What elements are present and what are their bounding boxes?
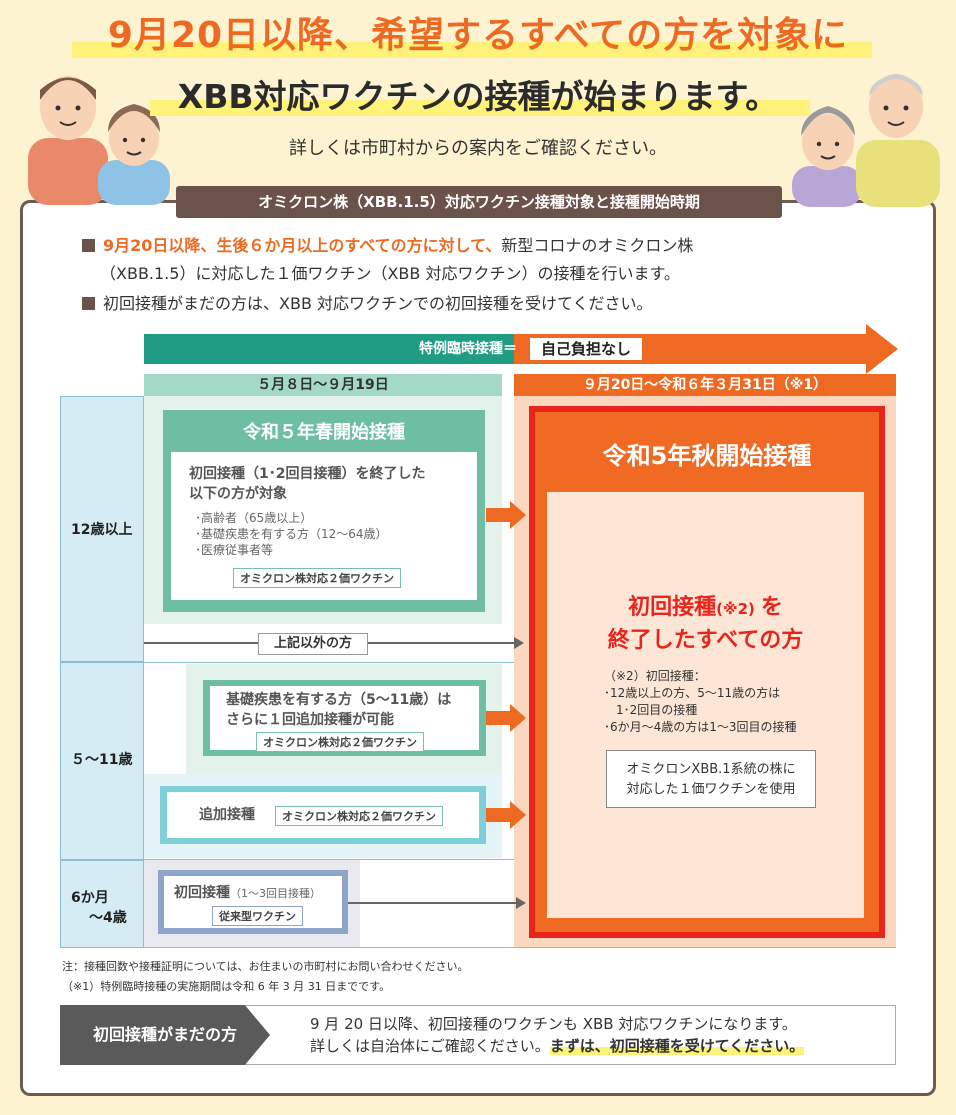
no-cost-badge: 自己負担なし: [530, 338, 642, 360]
gray-arrow-icon: [514, 637, 524, 649]
footnote-2-line: 1･2回目の接種: [604, 703, 698, 717]
footnote-2-line: ･6か月〜4歳の方は1〜3回目の接種: [604, 720, 797, 734]
footnote-2: （※2）初回接種： ･12歳以上の方、5〜11歳の方は 1･2回目の接種 ･6か…: [604, 668, 864, 736]
kiso-inner: 基礎疾患を有する方（5〜11歳）は さらに１回追加接種が可能 オミクロン株対応２…: [210, 686, 479, 752]
row-divider: [144, 662, 514, 663]
xbb-vaccine-box: オミクロンXBB.1系統の株に 対応した１価ワクチンを使用: [606, 750, 816, 808]
shokai-label: 初回接種: [174, 885, 230, 901]
bivalent-badge: オミクロン株対応２価ワクチン: [256, 732, 424, 752]
bottom-label: 初回接種がまだの方: [60, 1005, 270, 1065]
shokai-inner: 初回接種（1〜3回目接種） 従来型ワクチン: [164, 876, 342, 928]
square-bullet-icon: [82, 239, 95, 252]
headline-primary: 9月20日以降、希望するすべての方を対象に: [107, 15, 849, 56]
bullet-2-text: 初回接種がまだの方は、XBB 対応ワクチンでの初回接種を受けてください。: [103, 294, 653, 313]
autumn-main-a: 初回接種: [628, 595, 717, 620]
age-row-12plus: 12歳以上: [60, 396, 144, 662]
bullet-1-line2: （XBB.1.5）に対応した１価ワクチン（XBB 対応ワクチン）の接種を行います…: [100, 264, 680, 283]
headline-highlight: [72, 42, 872, 58]
spring-title: 令和５年春開始接種: [243, 422, 405, 443]
note-2: （※1）特例臨時接種の実施期間は令和 6 年 3 月 31 日までです。: [62, 980, 391, 993]
bottom-line2-highlight: まずは、初回接種を受けてください。: [549, 1037, 805, 1055]
other-persons-label: 上記以外の方: [258, 633, 368, 655]
footnote-2-line: （※2）初回接種：: [604, 669, 706, 683]
age-label-12plus: 12歳以上: [71, 522, 133, 538]
bottom-line2-plain: 詳しくは自治体にご確認ください。: [310, 1037, 550, 1055]
headline-secondary: XBB対応ワクチンの接種が始まります。: [177, 77, 779, 116]
legacy-vaccine-badge: 従来型ワクチン: [212, 906, 303, 926]
headline-highlight-2: [150, 100, 810, 116]
bivalent-badge: オミクロン株対応２価ワクチン: [233, 568, 401, 588]
arrow-body: [486, 711, 512, 725]
note-1: 注：接種回数や接種証明については、お住まいの市町村にお問い合わせください。: [62, 960, 469, 973]
age-label-4y: 〜4歳: [89, 910, 127, 926]
bullet-1: 9月20日以降、生後６か月以上のすべての方に対して、新型コロナのオミクロン株: [82, 234, 902, 258]
autumn-target-line2: 終了したすべての方: [607, 628, 804, 653]
arrow-body: [486, 508, 512, 522]
bottom-text: 9 月 20 日以降、初回接種のワクチンも XBB 対応ワクチンになります。 詳…: [310, 1013, 880, 1057]
age-label-5-11: ５〜11歳: [71, 752, 133, 768]
orange-arrow-icon: [510, 704, 526, 732]
square-bullet-icon: [82, 297, 95, 310]
period-autumn: ９月20日〜令和６年３月31日（※1）: [514, 374, 896, 396]
spring-target-line2: 以下の方が対象: [189, 486, 287, 502]
kiso-line1: 基礎疾患を有する方（5〜11歳）は: [226, 692, 452, 708]
tsuika-inner: 追加接種 オミクロン株対応２価ワクチン: [167, 792, 479, 838]
period-spring: ５月８日〜９月19日: [144, 374, 502, 396]
age-row-5-11: ５〜11歳: [60, 662, 144, 860]
gray-arrow-line: [348, 902, 516, 904]
row-divider: [144, 859, 514, 860]
bottom-line1: 9 月 20 日以降、初回接種のワクチンも XBB 対応ワクチンになります。: [310, 1015, 797, 1033]
spring-inner: 初回接種（1･2回目接種）を終了した 以下の方が対象 ･高齢者（65歳以上） ･…: [171, 452, 477, 600]
footnote-2-line: ･12歳以上の方、5〜11歳の方は: [604, 686, 781, 700]
orange-arrow-icon: [510, 501, 526, 529]
autumn-title: 令和5年秋開始接種: [602, 442, 812, 470]
elderly-couple-left-illustration: [28, 76, 170, 205]
spring-target-line1: 初回接種（1･2回目接種）を終了した: [189, 466, 426, 482]
bullet-1-rest: 新型コロナのオミクロン株: [501, 236, 694, 255]
autumn-target-line1: 初回接種(※2) を: [547, 592, 864, 625]
autumn-inner: [547, 492, 864, 918]
tokurei-label: 特例臨時接種＝: [419, 341, 517, 357]
timeline-arrow-icon: [866, 324, 898, 374]
orange-arrow-icon: [510, 801, 526, 829]
bottom-line2: 詳しくは自治体にご確認ください。まずは、初回接種を受けてください。: [310, 1035, 880, 1057]
age-label-6m: 6か月: [71, 890, 109, 906]
age-row-6m-4y: 6か月 〜4歳: [60, 860, 144, 948]
shokai-line: 初回接種（1〜3回目接種）: [174, 882, 321, 903]
tokurei-bar-teal: [144, 334, 514, 364]
kiso-line2: さらに１回追加接種が可能: [226, 712, 394, 728]
spring-item: ･医療従事者等: [195, 543, 274, 557]
xbb-line1: オミクロンXBB.1系統の株に: [626, 762, 796, 777]
gray-arrow-icon: [516, 897, 526, 909]
subheading: 詳しくは市町村からの案内をご確認ください。: [289, 138, 667, 159]
card-title: オミクロン株（XBB.1.5）対応ワクチン接種対象と接種開始時期: [176, 186, 782, 218]
spring-item: ･高齢者（65歳以上）: [195, 511, 313, 525]
xbb-line2: 対応した１価ワクチンを使用: [626, 782, 796, 797]
arrow-body: [486, 808, 512, 822]
autumn-main-note: (※2): [716, 600, 755, 618]
tsuika-label: 追加接種: [199, 807, 255, 823]
elderly-couple-right-illustration: [792, 74, 940, 207]
autumn-main-b: を: [760, 595, 783, 620]
row-divider: [60, 947, 896, 948]
bullet-1-highlight: 9月20日以降、生後６か月以上のすべての方に対して、: [103, 236, 502, 255]
bivalent-badge: オミクロン株対応２価ワクチン: [275, 806, 443, 826]
autumn-target: 初回接種(※2) を 終了したすべての方: [547, 592, 864, 657]
shokai-note: （1〜3回目接種）: [230, 887, 321, 900]
spring-item: ･基礎疾患を有する方（12〜64歳）: [195, 527, 388, 541]
bullet-2: 初回接種がまだの方は、XBB 対応ワクチンでの初回接種を受けてください。: [82, 292, 902, 316]
